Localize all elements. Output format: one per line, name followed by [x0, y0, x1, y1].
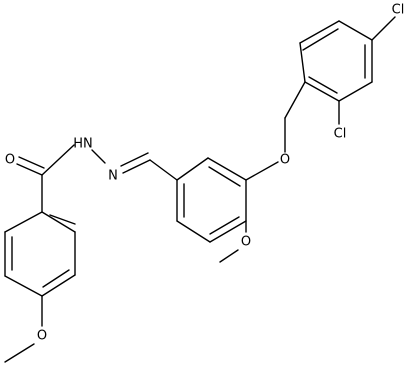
nitrogen-label: N [108, 169, 118, 184]
bond [42, 269, 70, 288]
bond [176, 220, 211, 243]
bond [4, 275, 43, 297]
bond [245, 161, 279, 181]
oxygen-label: O [280, 153, 290, 168]
bond [18, 156, 45, 169]
bond [207, 157, 247, 181]
bond [338, 81, 373, 102]
imine-linker [120, 152, 178, 181]
bond [41, 274, 76, 297]
bond [4, 343, 35, 363]
bond [120, 152, 149, 167]
bond [122, 159, 151, 174]
bond [49, 214, 76, 225]
dichlorophenyl-ring [299, 16, 396, 125]
bond [149, 159, 178, 181]
central-ring [176, 157, 247, 243]
bond [284, 81, 306, 119]
oxygen-label: O [37, 329, 47, 344]
bond [219, 249, 239, 263]
bond [176, 157, 209, 181]
bond [371, 16, 396, 41]
chlorine-label: Cl [334, 127, 347, 142]
oxygen-label: O [241, 235, 251, 250]
bond [299, 42, 306, 83]
chlorine-label: Cl [392, 3, 405, 18]
nitrogen-label: HN [73, 137, 93, 152]
bond [91, 149, 106, 164]
benzoyl-ring [4, 174, 76, 363]
hydrazide [16, 144, 106, 176]
atom-labels: Cl Cl O O HN N O O [5, 3, 404, 344]
bond [209, 216, 240, 235]
ring-methoxy [219, 220, 247, 263]
bond [41, 144, 75, 176]
bond [209, 220, 247, 243]
bond [299, 20, 340, 44]
bond [338, 20, 373, 41]
oxygen-label: O [5, 153, 15, 168]
bond [4, 211, 43, 233]
benzyl-ether-linker [245, 81, 306, 181]
bond [208, 166, 241, 187]
bond [302, 28, 339, 51]
bond [308, 76, 338, 94]
bond [41, 211, 76, 233]
bond [304, 81, 340, 102]
bond [16, 163, 43, 176]
